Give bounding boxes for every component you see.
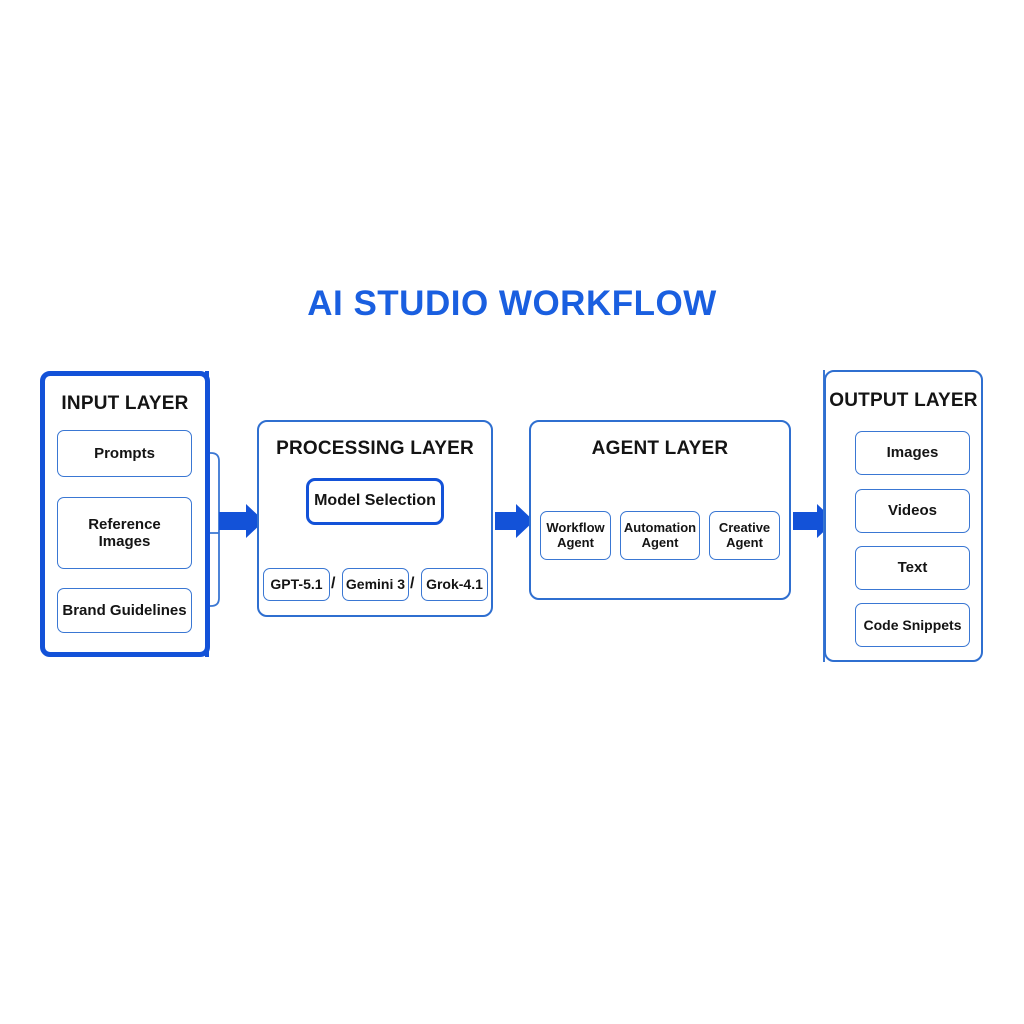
output-node-images[interactable]: Images	[855, 431, 970, 475]
output-node-code-snippets-label: Code Snippets	[863, 616, 962, 633]
input-node-reference-images-label-line2: Images	[98, 533, 151, 550]
agent-layer-title: AGENT LAYER	[591, 438, 729, 459]
processing-node-gemini-label: Gemini 3	[345, 576, 406, 593]
output-node-videos-label: Videos	[888, 502, 937, 520]
input-node-reference-images[interactable]: Reference Images	[57, 497, 192, 569]
output-node-text-label: Text	[897, 559, 928, 577]
agent-node-automation-agent-label-line2: Agent	[641, 534, 679, 550]
agent-node-automation-agent[interactable]: Automation Agent	[620, 511, 700, 560]
processing-node-model-selection-label: Model Selection	[314, 492, 436, 510]
output-node-code-snippets[interactable]: Code Snippets	[855, 603, 970, 647]
processing-node-grok[interactable]: Grok-4.1	[421, 568, 488, 601]
input-node-prompts-label: Prompts	[94, 444, 155, 462]
processing-node-model-selection[interactable]: Model Selection	[306, 478, 444, 525]
output-layer-title: OUTPUT LAYER	[829, 390, 978, 411]
input-layer-title: INPUT LAYER	[61, 393, 189, 414]
processing-node-gpt-label: GPT-5.1	[270, 576, 323, 593]
output-node-text[interactable]: Text	[855, 546, 970, 590]
agent-node-workflow-agent[interactable]: Workflow Agent	[540, 511, 611, 560]
processing-layer-title: PROCESSING LAYER	[276, 438, 474, 459]
processing-node-gpt[interactable]: GPT-5.1	[263, 568, 330, 601]
agent-layer-container: AGENT LAYER	[529, 420, 791, 600]
agent-node-workflow-agent-label-line2: Agent	[557, 534, 594, 550]
agent-node-workflow-agent-label-line1: Workflow	[546, 519, 605, 535]
agent-node-creative-agent-label-line2: Agent	[726, 534, 763, 550]
page-title: AI STUDIO WORKFLOW	[307, 284, 717, 323]
processing-node-grok-label: Grok-4.1	[426, 576, 483, 593]
agent-node-automation-agent-label-line1: Automation	[623, 519, 697, 535]
agent-node-creative-agent-label-line1: Creative	[718, 519, 771, 535]
output-node-images-label: Images	[886, 444, 939, 462]
processing-separator-2: /	[410, 575, 415, 592]
output-node-videos[interactable]: Videos	[855, 489, 970, 533]
input-node-reference-images-label-line1: Reference	[88, 515, 161, 533]
input-node-brand-guidelines-label: Brand Guidelines	[62, 601, 187, 619]
processing-separator-1: /	[331, 575, 336, 592]
agent-node-creative-agent[interactable]: Creative Agent	[709, 511, 780, 560]
input-node-brand-guidelines[interactable]: Brand Guidelines	[57, 588, 192, 633]
arrow-processing-to-agent	[495, 504, 534, 538]
processing-node-gemini[interactable]: Gemini 3	[342, 568, 409, 601]
arrow-input-to-processing	[219, 504, 264, 538]
input-node-prompts[interactable]: Prompts	[57, 430, 192, 477]
